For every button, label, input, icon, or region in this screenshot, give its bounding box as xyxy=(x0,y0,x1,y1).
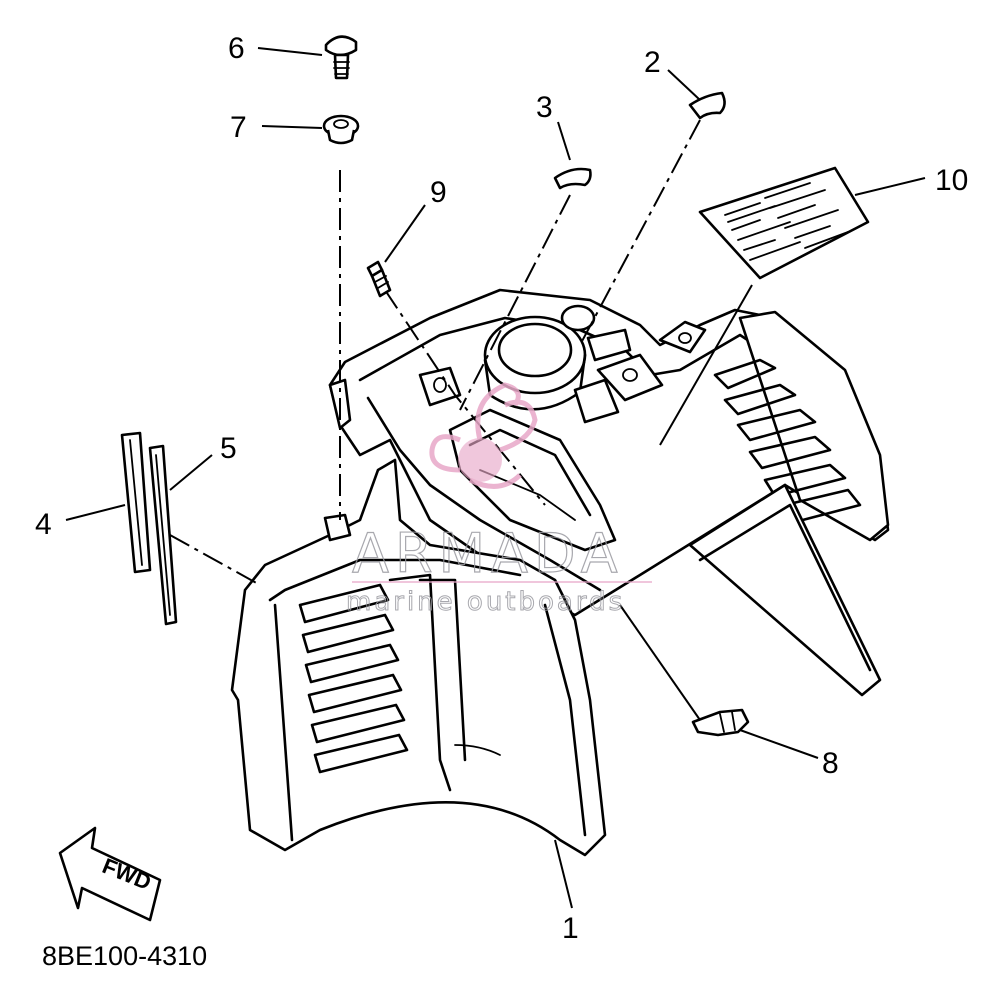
leader-lines xyxy=(65,47,926,909)
assembly-lines xyxy=(169,119,701,586)
screw-part-6 xyxy=(324,35,358,80)
label-part-10 xyxy=(698,166,870,280)
part-label-5: 5 xyxy=(220,432,237,465)
front-louvre-slots xyxy=(298,583,409,774)
part-label-7: 7 xyxy=(230,111,247,144)
part-label-8: 8 xyxy=(822,747,839,780)
part-number-labels: 1 2 3 4 5 6 7 8 9 10 xyxy=(35,32,968,945)
bottom-cowling-part-1 xyxy=(230,288,890,857)
part-label-3: 3 xyxy=(536,91,553,124)
clip-part-8 xyxy=(691,708,750,737)
pin-part-9 xyxy=(366,260,392,298)
part-label-2: 2 xyxy=(644,46,661,79)
part-label-9: 9 xyxy=(430,176,447,209)
cap-part-3 xyxy=(553,167,592,190)
grommet-part-7 xyxy=(322,114,360,145)
watermark-tagline: marine outboards xyxy=(346,587,625,617)
cap-part-2 xyxy=(688,91,726,120)
diagram-code: 8BE100-4310 xyxy=(42,941,207,971)
watermark: ARMADA marine outboards xyxy=(346,382,652,618)
part-label-1: 1 xyxy=(562,912,579,945)
forward-direction-arrow: FWD xyxy=(58,826,162,922)
part-label-10: 10 xyxy=(935,164,968,197)
part-label-4: 4 xyxy=(35,508,52,541)
part-label-6: 6 xyxy=(228,32,245,65)
watermark-brand: ARMADA xyxy=(352,522,624,585)
strip-part-4 xyxy=(120,431,152,574)
watermark-logo-icon xyxy=(429,382,538,489)
strip-part-5 xyxy=(148,444,178,626)
